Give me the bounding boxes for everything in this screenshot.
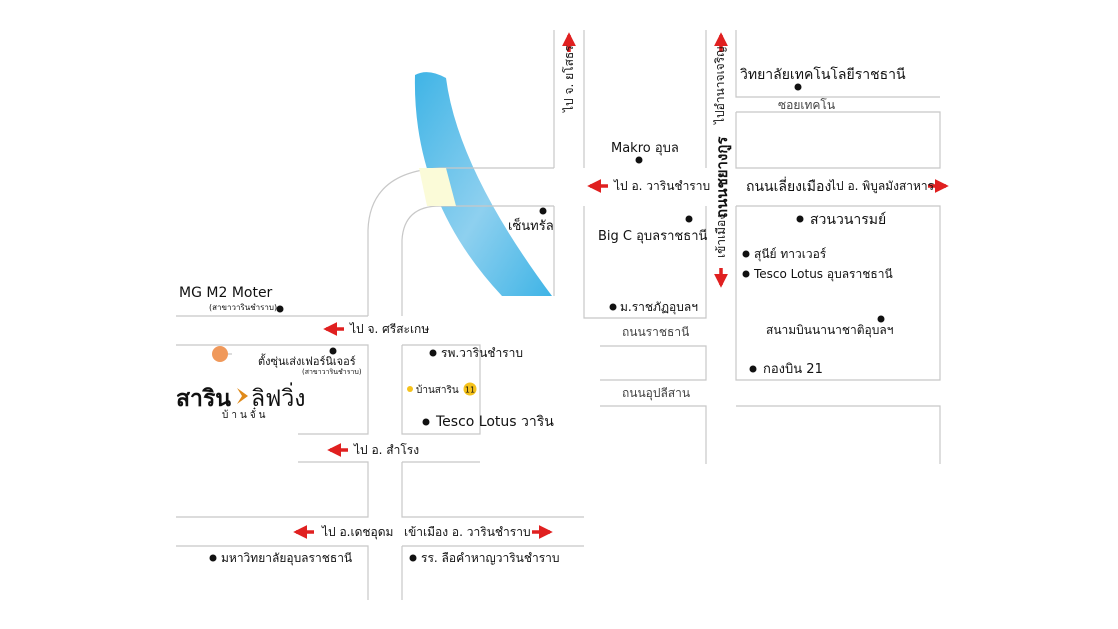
- road-soi-techno: ซอยเทคโน: [778, 98, 835, 112]
- marker-project: [212, 346, 228, 362]
- place-wing21: กองบิน 21: [763, 362, 823, 377]
- dot-central: [539, 207, 547, 215]
- dot-airport: [877, 315, 885, 323]
- place-ubon-university: มหาวิทยาลัยอุบลราชธานี: [221, 551, 352, 566]
- place-tang-chun-sub: (สาขาวารินชำราบ): [302, 368, 362, 376]
- project-logo: สาริน ลิฟวิ่ง บ้านจั๋น: [176, 382, 306, 421]
- dir-amnat: ไปอำนาจเจริญ: [713, 47, 727, 125]
- dot-tesco-warin: [422, 418, 430, 426]
- place-mg: MG M2 Moter: [179, 285, 273, 301]
- road-ratchathani: ถนนราชธานี: [622, 325, 689, 339]
- dot-ban-sarin: [407, 386, 413, 392]
- place-tesco-ubon: Tesco Lotus อุบลราชธานี: [753, 267, 893, 282]
- dot-tesco-ubon: [742, 270, 750, 278]
- place-bigc: Big C อุบลราชธานี: [598, 228, 707, 244]
- dir-phibun: ไป อ. พิบูลมังสาหาร: [829, 179, 935, 194]
- place-makro: Makro อุบล: [611, 141, 679, 156]
- dot-bigc: [685, 215, 693, 223]
- place-rajabhat: ม.ราชภัฏอุบลฯ: [620, 300, 698, 315]
- dir-sisaket: ไป จ. ศรีสะเกษ: [349, 322, 429, 336]
- place-tesco-warin: Tesco Lotus วาริน: [435, 414, 554, 430]
- logo-chevron: [237, 388, 248, 404]
- direction-arrows: [293, 32, 949, 539]
- dir-warin-top: ไป อ. วารินชำราบ: [613, 179, 710, 193]
- logo-sub: บ้านจั๋น: [222, 407, 269, 421]
- dot-suan-nanarom: [796, 215, 804, 223]
- place-tang-chun: ตั้งซุ่นเส่งเฟอร์นิเจอร์: [258, 353, 356, 368]
- dot-wing21: [749, 365, 757, 373]
- road-lueang-mueang: ถนนเลี่ยงเมือง: [746, 177, 831, 195]
- dot-school: [409, 554, 417, 562]
- logo-word1: สาริน: [176, 386, 231, 412]
- badge-ban-sarin-num: 11: [465, 386, 475, 395]
- dot-warin-hospital: [429, 349, 437, 357]
- road-lines: [176, 30, 941, 600]
- place-school: รร. ลือคำหาญวารินชำราบ: [421, 551, 560, 565]
- dot-ubon-university: [209, 554, 217, 562]
- road-chayangkun: ถนนชยางกูร: [713, 136, 732, 218]
- dir-yasothon: ไป จ. ยโสธร: [562, 45, 576, 113]
- dir-det-udom: ไป อ.เดชอุดม: [321, 525, 393, 540]
- badge-ban-sarin: [463, 382, 477, 396]
- road-uppalisan: ถนนอุปลีสาน: [622, 386, 690, 401]
- logo-word2: ลิฟวิ่ง: [251, 382, 306, 412]
- place-sunee-tower: สุนีย์ ทาวเวอร์: [754, 247, 827, 262]
- dir-enter-city: เข้าเมือง: [714, 214, 728, 258]
- place-ban-sarin: บ้านสาริน: [416, 384, 459, 396]
- place-techno-college: วิทยาลัยเทคโนโลยีราชธานี: [740, 66, 906, 83]
- place-central: เซ็นทรัล: [508, 216, 554, 234]
- place-warin-hospital: รพ.วารินชำราบ: [441, 346, 523, 360]
- dot-makro: [635, 156, 643, 164]
- place-mg-sub: (สาขาวารินชำราบ): [209, 303, 277, 312]
- bridge-overlay: [419, 168, 456, 206]
- dot-tang-chun: [329, 347, 337, 355]
- place-airport: สนามบินนานาชาติอุบลฯ: [766, 323, 893, 338]
- place-suan-nanarom: สวนวนารมย์: [810, 211, 886, 228]
- dir-enter-warin: เข้าเมือง อ. วารินชำราบ: [404, 525, 531, 539]
- dot-mg: [276, 305, 284, 313]
- river: [414, 72, 552, 296]
- dot-techno-college: [794, 83, 802, 91]
- dot-sunee-tower: [742, 250, 750, 258]
- dot-rajabhat: [609, 303, 617, 311]
- dir-samrong: ไป อ. สำโรง: [353, 443, 419, 457]
